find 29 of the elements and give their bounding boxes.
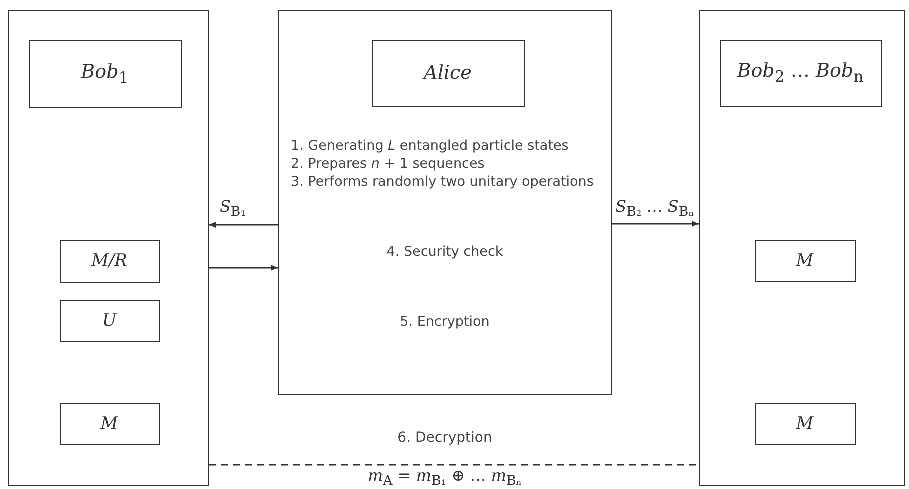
arrow — [209, 265, 278, 271]
process-box — [60, 300, 160, 342]
process-box — [720, 40, 882, 106]
step-text: 5. Encryption — [399, 314, 491, 330]
participant-name: M — [796, 250, 814, 270]
process-box — [60, 402, 160, 444]
participant-name: Bob$_{2}$ … Bob$_{n}$ — [737, 60, 864, 86]
process-box — [754, 402, 856, 444]
participant-name: M/R — [92, 251, 128, 271]
process-box — [754, 240, 856, 282]
connector-line — [209, 464, 699, 466]
participant-name: Bob$_{1}$ — [81, 60, 129, 86]
process-box — [372, 40, 524, 106]
arrow — [612, 221, 699, 227]
step-text: 6. Decryption — [396, 430, 494, 446]
process-box — [28, 40, 182, 108]
bobs-panel — [699, 10, 905, 486]
process-box — [60, 240, 160, 282]
step-text: 4. Security check — [386, 244, 504, 260]
participant-name: M — [796, 414, 814, 434]
step-text: 2. Prepares n + 1 sequences — [291, 156, 485, 172]
participant-name: U — [102, 310, 117, 330]
participant-name: Alice — [424, 62, 472, 84]
alice-panel — [278, 10, 612, 395]
arrow — [209, 222, 278, 228]
step-text: 1. Generating L entangled particle states — [291, 138, 569, 154]
step-text: 3. Performs randomly two unitary operations — [291, 174, 594, 190]
bob-panel — [8, 10, 209, 486]
participant-name: M — [100, 414, 118, 434]
